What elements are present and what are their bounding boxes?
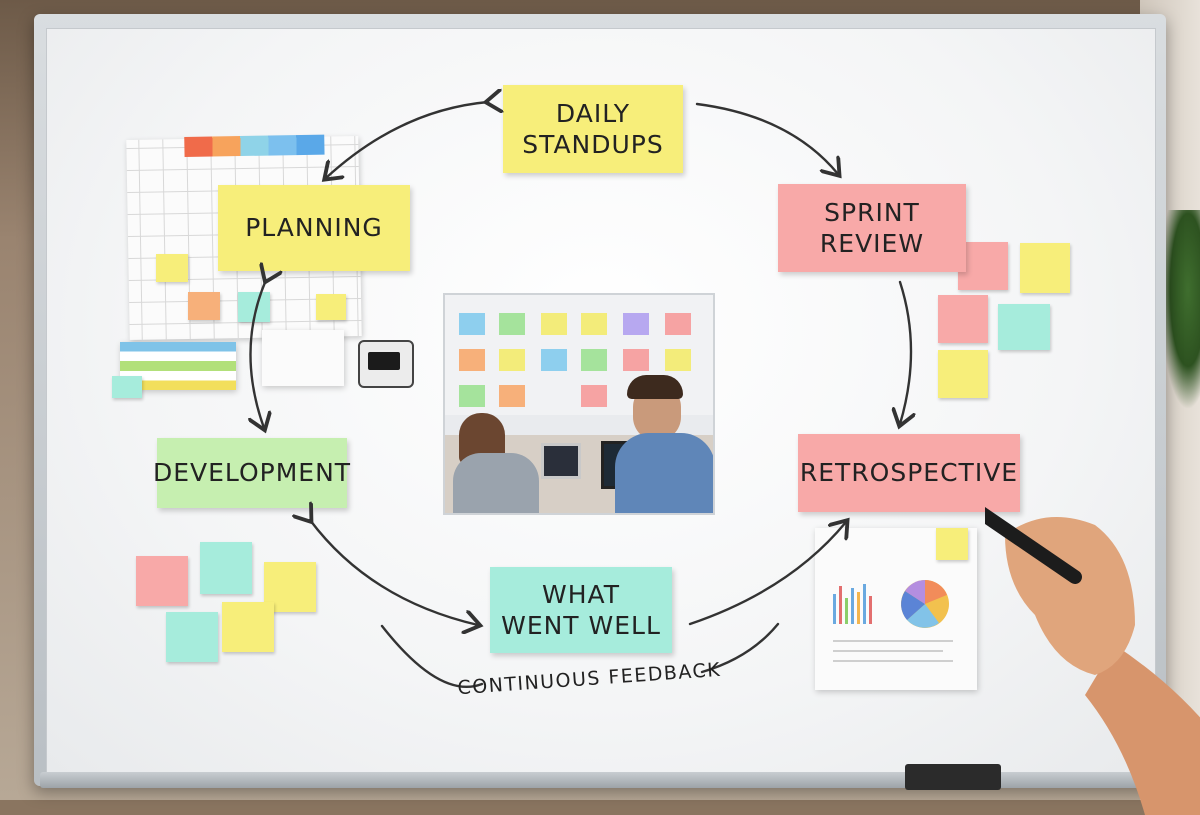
sticky-note — [938, 350, 988, 398]
timer-screen — [368, 352, 400, 370]
pie-chart — [901, 580, 949, 628]
eraser — [905, 764, 1001, 790]
photo-board — [445, 295, 713, 415]
chart-sheet — [262, 330, 344, 386]
bar-chart — [833, 584, 872, 624]
sticky-note — [166, 612, 218, 662]
whiteboard-tray — [40, 772, 1160, 788]
hand-with-marker — [985, 507, 1200, 815]
sticky-note — [998, 304, 1050, 350]
note-planning: PLANNING — [218, 185, 410, 271]
photo-person-right — [615, 433, 713, 513]
marker-pen-icon — [985, 507, 1082, 584]
sticky-note — [938, 295, 988, 343]
sticky-note — [112, 376, 142, 398]
sticky-note — [200, 542, 252, 594]
note-what-went-well: WHAT WENT WELL — [490, 567, 672, 653]
sticky-note — [316, 294, 346, 320]
forearm — [1085, 645, 1200, 815]
sticky-note — [188, 292, 220, 320]
sticky-note — [958, 242, 1008, 290]
note-development: DEVELOPMENT — [153, 438, 350, 508]
team-photo — [443, 293, 715, 515]
sticky-note — [156, 254, 188, 282]
sticky-note — [1020, 243, 1070, 293]
note-sprint-review: SPRINT REVIEW — [778, 184, 966, 272]
note-retrospective: RETROSPECTIVE — [798, 434, 1020, 512]
note-daily-standups: DAILY STANDUPS — [503, 85, 683, 173]
sticky-note — [238, 292, 270, 322]
sticky-note — [936, 528, 968, 560]
sticky-note — [222, 602, 274, 652]
photo-person-left — [453, 453, 539, 513]
plant — [1160, 210, 1200, 410]
photo-monitor — [541, 443, 581, 479]
sticky-note — [136, 556, 188, 606]
color-strip — [184, 134, 325, 158]
timer-device — [358, 340, 414, 388]
photo-person-hair — [627, 375, 683, 399]
